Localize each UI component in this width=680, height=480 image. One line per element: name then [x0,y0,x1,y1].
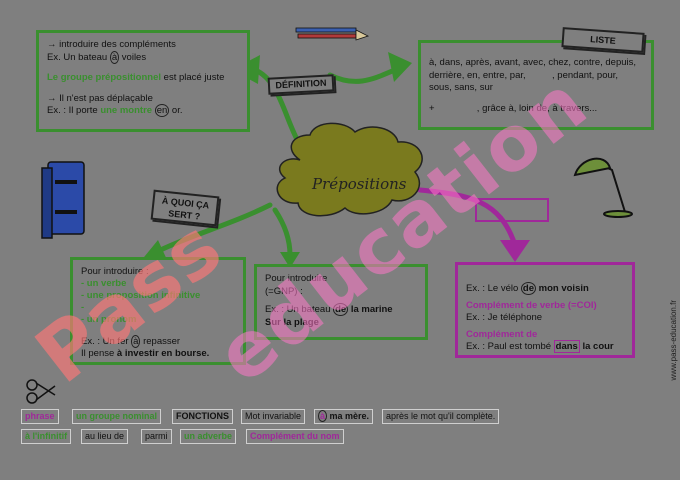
chip-groupe-nominal: un groupe nominal [72,409,161,424]
right-line-1: Ex. : Le vélo de mon voisin [466,282,589,295]
liste-blank-box [475,198,549,222]
site-url: www.pass-education.fr [669,300,678,381]
right-line-4: Complément de [466,328,538,340]
arrowhead-mid [280,252,300,268]
definition-box: → introduire des compléments Ex. Un bate… [36,30,250,132]
def-line-2: Ex. Un bateau à voiles [47,50,147,64]
arrowhead-right [500,240,530,262]
lamp-icon [573,157,633,218]
chip-parmi: parmi [141,429,172,444]
chip-a-linfinitif: à l'infinitif [21,429,72,444]
liste-line-3: sous, sans, sur [429,82,493,93]
definition-label: DÉFINITION [267,74,335,95]
center-title: Prépositions [312,175,407,193]
right-function-box: Ex. : Le vélo de mon voisin Complément d… [455,262,635,358]
def-line-1: → introduire des compléments [47,39,176,50]
arrow-to-right-box [417,187,518,248]
chip-a-ma-mere: à ma mère. [314,409,374,424]
left-intro: Pour introduire : [81,266,149,277]
left-example-2: Il pense à investir en bourse. [81,348,210,359]
mid-line-1: Pour introduire [265,273,328,284]
arrow-to-liste [327,65,403,84]
liste-line-4: + , grâce à, loin de, à travers... [429,102,598,114]
def-line-4: → Il n'est pas déplaçable [47,92,153,104]
chip-fonctions: FONCTIONS [172,409,233,424]
def-line-5: Ex. : Il porte une montre en or. [47,104,183,117]
left-usage-box: Pour introduire : - un verbe - une propo… [70,257,246,365]
liste-line-1: à, dans, après, avant, avec, chez, contr… [429,57,637,68]
left-example-1: Ex. : Un fer à repasser [81,335,181,348]
left-item-4: - un pronom [81,314,137,325]
mid-line-3: Ex. : Un bateau de la marine [265,303,393,316]
right-line-2: Complément de verbe (=COI) [466,299,597,311]
chip-apres-le-mot: après le mot qu'il complète. [382,409,500,424]
mid-line-2: (=GNP) : [265,285,303,297]
def-line-3: Le groupe prépositionnel est placé juste [47,72,225,83]
chip-au-lieu-de: au lieu de [81,429,129,444]
scissors-icon [26,379,56,404]
arrow-to-mid-box [272,207,293,258]
mid-usage-box: Pour introduire (=GNP) : Ex. : Un bateau… [254,264,428,340]
left-item-1: - un verbe [81,278,127,289]
chip-complement-du-nom: Complément du nom [246,429,344,444]
arrow-to-definition [252,67,303,148]
left-item-3: - [81,302,85,313]
liste-box: à, dans, après, avant, avec, chez, contr… [418,40,654,130]
book-icon [41,161,85,239]
arrowhead-left [140,240,168,262]
right-line-5: Ex. : Paul est tombé dans la cour [466,340,614,353]
left-item-2: - une proposition infinitive [81,290,201,301]
right-line-3: Ex. : Je téléphone [466,312,543,323]
arrow-to-left-box [147,202,273,258]
chip-un-adverbe: un adverbe [180,429,237,444]
chip-phrase: phrase [21,409,59,424]
arrowhead-liste [388,52,412,82]
mid-line-4: Sur la plage [265,316,319,328]
chip-mot-invariable: Mot invariable [241,409,306,424]
pencils-icon [295,27,370,41]
center-cloud [276,122,423,217]
liste-line-2: derrière, en, entre, par, , pendant, pou… [429,69,619,81]
